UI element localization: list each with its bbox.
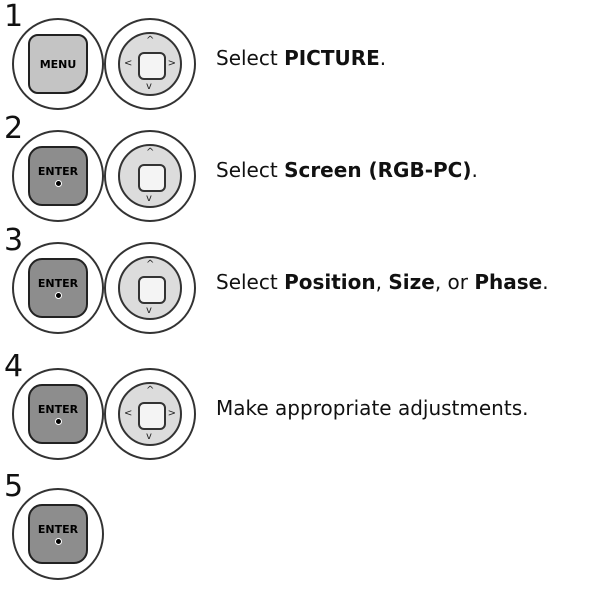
dpad-icon: ^ v	[118, 256, 182, 320]
menu-key: MENU	[28, 34, 88, 94]
arrow-down-icon: v	[146, 81, 152, 92]
nav-button-illustration: ^ v	[104, 242, 196, 334]
dpad-center	[138, 276, 166, 304]
arrow-up-icon: ^	[146, 35, 155, 46]
enter-key: ENTER	[28, 146, 88, 206]
arrow-down-icon: v	[146, 431, 152, 442]
enter-key: ENTER	[28, 258, 88, 318]
enter-button-illustration: ENTER	[12, 130, 104, 222]
enter-button-illustration: ENTER	[12, 368, 104, 460]
arrow-down-icon: v	[146, 193, 152, 204]
step-number: 3	[4, 223, 24, 258]
dpad-center	[138, 164, 166, 192]
arrow-right-icon: >	[167, 408, 176, 419]
arrow-right-icon: >	[167, 58, 176, 69]
dot-icon	[54, 538, 62, 545]
step-instruction: Select Position, Size, or Phase.	[216, 270, 549, 294]
dot-icon	[54, 292, 62, 299]
enter-button-illustration: ENTER	[12, 488, 104, 580]
dpad-icon: ^ v < >	[118, 32, 182, 96]
nav-button-illustration: ^ v	[104, 130, 196, 222]
arrow-up-icon: ^	[146, 147, 155, 158]
dot-icon	[54, 180, 62, 187]
step-2: 2 ENTER ^ v Select Screen (RGB-PC).	[0, 114, 605, 230]
enter-button-illustration: ENTER	[12, 242, 104, 334]
dot-icon	[54, 418, 62, 425]
arrow-up-icon: ^	[146, 259, 155, 270]
step-4: 4 ENTER ^ v < > Make appropriate adjustm…	[0, 352, 605, 468]
menu-button-illustration: MENU	[12, 18, 104, 110]
step-3: 3 ENTER ^ v Select Position, Size, or Ph…	[0, 226, 605, 342]
step-number: 2	[4, 111, 24, 146]
step-1: 1 MENU ^ v < > Select PICTURE.	[0, 2, 605, 118]
arrow-left-icon: <	[124, 408, 133, 419]
nav-button-illustration: ^ v < >	[104, 368, 196, 460]
step-instruction: Select PICTURE.	[216, 46, 387, 70]
step-number: 5	[4, 469, 24, 504]
nav-button-illustration: ^ v < >	[104, 18, 196, 110]
dpad-center	[138, 52, 166, 80]
step-number: 4	[4, 349, 24, 384]
dpad-center	[138, 402, 166, 430]
step-5: 5 ENTER	[0, 472, 605, 588]
step-instruction: Select Screen (RGB-PC).	[216, 158, 478, 182]
arrow-left-icon: <	[124, 58, 133, 69]
dpad-icon: ^ v	[118, 144, 182, 208]
step-instruction: Make appropriate adjustments.	[216, 396, 529, 420]
step-number: 1	[4, 0, 24, 34]
enter-key: ENTER	[28, 384, 88, 444]
arrow-down-icon: v	[146, 305, 152, 316]
enter-key: ENTER	[28, 504, 88, 564]
arrow-up-icon: ^	[146, 385, 155, 396]
dpad-icon: ^ v < >	[118, 382, 182, 446]
